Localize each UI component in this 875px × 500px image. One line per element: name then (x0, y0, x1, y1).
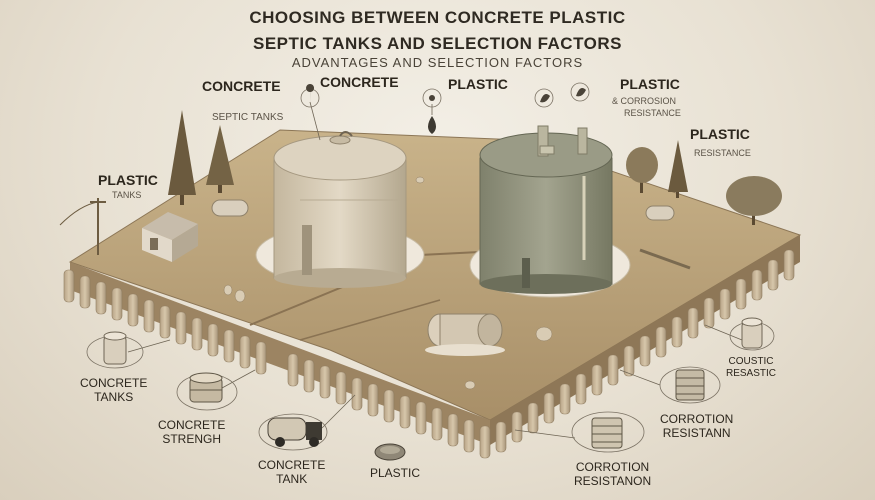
location-pin-icon (306, 84, 315, 104)
label-septic-tanks: SEPTIC TANKS (212, 112, 284, 123)
tree-right-3 (726, 176, 782, 225)
label-coustic-line1: COUSTIC (728, 356, 774, 367)
trench-line-2 (299, 299, 441, 341)
label-concrete-strength: CONCRETE STRENGH (158, 418, 225, 447)
label-corrotion-mid-line2: RESISTANN (662, 426, 731, 441)
label-tanks-left: TANKS (112, 190, 142, 200)
label-concrete-tanks: CONCRETE TANKS (80, 376, 147, 405)
label-coustic-line2: RESASTIC (726, 368, 777, 379)
concrete-tank (255, 131, 425, 288)
drop-icon (428, 95, 436, 134)
label-resistance-right: RESISTANCE (694, 148, 751, 158)
disc-icon (374, 443, 406, 461)
title-line-1: CHOOSING BETWEEN CONCRETE PLASTIC (249, 8, 626, 27)
label-corrotion-bottom: CORROTION RESISTANON (574, 460, 651, 489)
label-corrotion-mid-line1: CORROTION (660, 412, 734, 426)
tree-left-2 (206, 125, 234, 193)
label-concrete-strength-line1: CONCRETE (158, 418, 226, 432)
label-concrete-top-left: CONCRETE (202, 78, 281, 94)
small-tank-right (645, 205, 675, 221)
stacked-tank-icon-3 (675, 369, 705, 401)
concrete-tank-icon (103, 331, 127, 365)
label-corrotion-mid: CORROTION RESISTANN (660, 412, 733, 441)
rocks (223, 176, 553, 390)
label-concrete-top-center: CONCRETE (320, 74, 399, 90)
title-line-2: SEPTIC TANKS AND SELECTION FACTORS (253, 34, 622, 53)
label-plastic-bottom: PLASTIC (370, 466, 421, 480)
label-concrete-tanks-line1: CONCRETE (80, 376, 148, 390)
label-resistance-top-right: RESISTANCE (624, 108, 681, 118)
small-house (142, 212, 198, 262)
label-corrotion-bottom-line2: RESISTANON (574, 474, 652, 489)
leader-lines (127, 101, 743, 439)
tree-left (168, 110, 196, 205)
label-plastic-top-center: PLASTIC (448, 76, 508, 92)
utility-pole (59, 198, 106, 255)
label-plastic-left: PLASTIC (98, 172, 158, 188)
fence (639, 248, 691, 270)
label-concrete-strength-line2: STRENGH (162, 432, 221, 447)
label-corrosion-top-right: & CORROSION (612, 96, 677, 106)
plastic-tank (469, 125, 631, 298)
tree-right-2 (668, 140, 688, 198)
subtitle: ADVANTAGES AND SELECTION FACTORS (291, 55, 584, 70)
small-tank-left (211, 199, 249, 217)
label-concrete-tank-line2: TANK (276, 472, 308, 487)
label-concrete-tank-line1: CONCRETE (258, 458, 326, 472)
leaf-icon (540, 88, 586, 103)
stacked-tank-icon-2 (591, 417, 623, 449)
stacked-tank-icon (189, 372, 223, 403)
horizontal-tank (425, 313, 505, 356)
pillars-right (495, 249, 795, 453)
label-plastic-right: PLASTIC (690, 126, 750, 142)
label-corrotion-bottom-line1: CORROTION (575, 460, 650, 474)
label-plastic-top-right: PLASTIC (620, 76, 680, 92)
concrete-tank-icon-2 (741, 317, 763, 349)
label-coustic: COUSTIC RESASTIC (726, 356, 776, 380)
label-concrete-tanks-line2: TANKS (94, 390, 134, 405)
pillars-left (63, 269, 491, 459)
tree-right (626, 147, 658, 193)
label-concrete-tank: CONCRETE TANK (258, 458, 325, 487)
truck-icon (267, 417, 322, 447)
